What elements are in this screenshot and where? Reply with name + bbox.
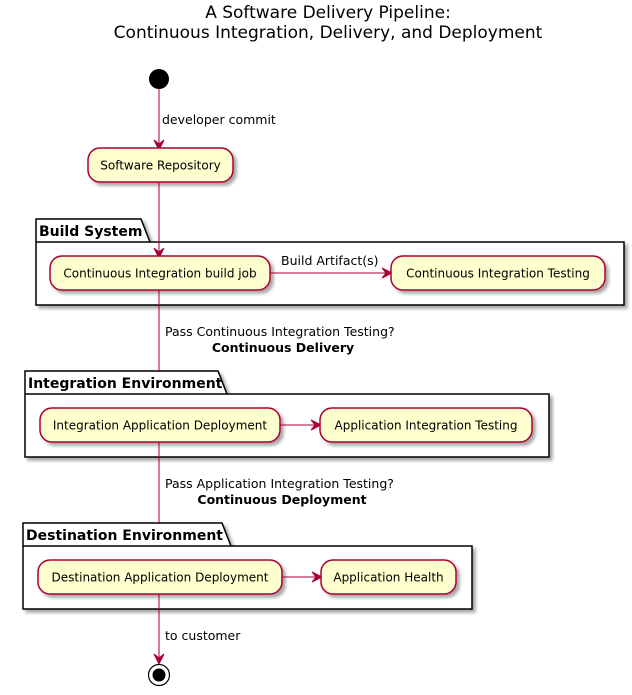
activity-integration-testing [319,407,533,443]
partition-label-integration-environment: Integration Environment [28,376,223,392]
edge-label-continuous-deployment: Continuous Deployment [197,492,366,507]
edge-dest-to-health-arrowhead [311,571,324,583]
end-node-inner [152,668,166,682]
edge-label-pass-integration: Pass Application Integration Testing? [165,476,394,491]
start-node [149,69,169,89]
partition-label-build-system: Build System [39,224,142,240]
activity-label-software-repository: Software Repository [100,159,221,173]
edge-label-commit: developer commit [162,112,276,127]
partition-label-destination-environment: Destination Environment [26,528,223,544]
activity-label-application-health: Application Health [333,571,443,585]
activity-label-integration-testing: Application Integration Testing [335,419,518,433]
diagram-title-line1: A Software Delivery Pipeline: [205,3,451,23]
activity-label-integration-deployment: Integration Application Deployment [53,419,267,433]
edge-to-customer-arrowhead [153,653,165,666]
edge-label-to-customer: to customer [165,628,241,643]
edge-label-artifact: Build Artifact(s) [281,253,379,268]
edge-label-pass-ci: Pass Continuous Integration Testing? [165,324,395,339]
activity-label-ci-build-job: Continuous Integration build job [63,267,256,281]
edge-label-continuous-delivery: Continuous Delivery [212,340,354,355]
diagram-title-line2: Continuous Integration, Delivery, and De… [114,23,543,43]
activity-label-ci-testing: Continuous Integration Testing [406,267,590,281]
edge-int-deploy-to-testing-arrowhead [310,419,323,431]
activity-label-destination-deployment: Destination Application Deployment [52,571,269,585]
activity-software-repository [87,147,234,183]
activity-ci-testing [390,255,606,291]
activity-application-health [320,559,457,595]
edge-artifact-arrowhead [381,267,394,279]
edge-commit-arrowhead [153,139,165,152]
edge-repo-to-build-arrowhead [153,247,165,260]
